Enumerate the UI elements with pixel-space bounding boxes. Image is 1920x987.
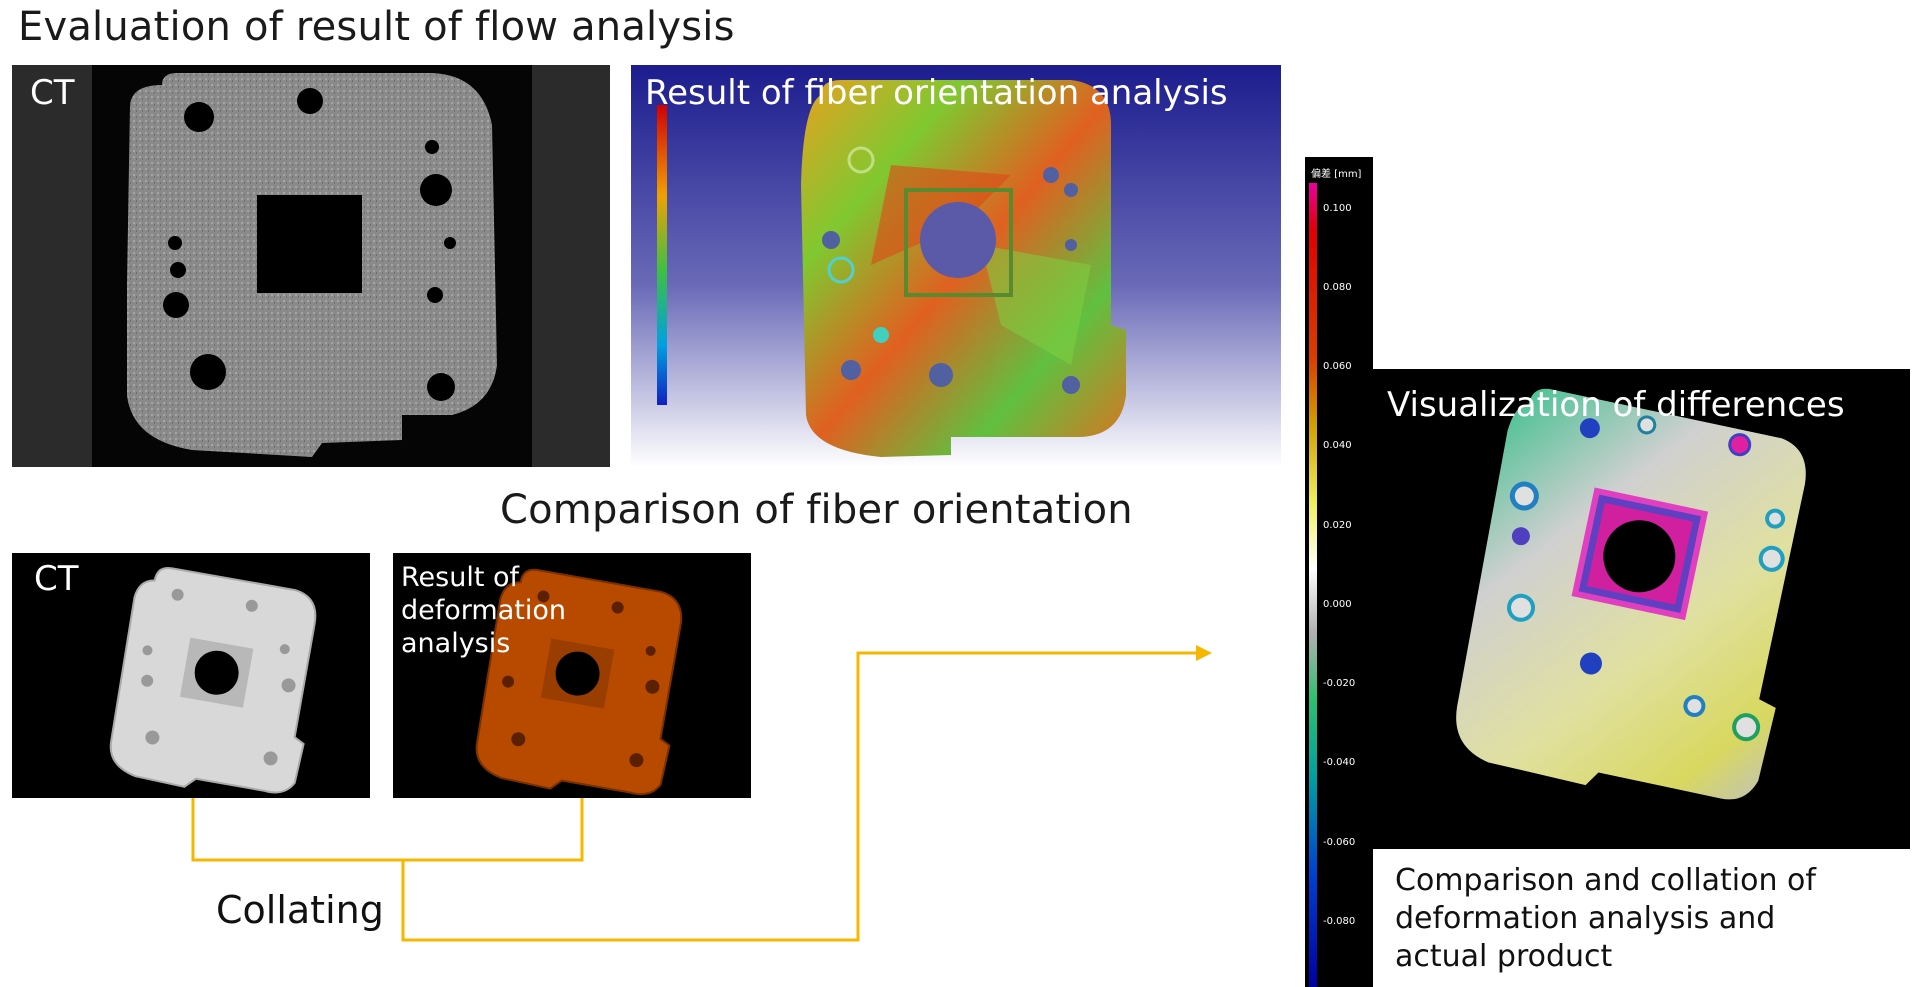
deformation-label-line-1: Result of (401, 562, 520, 593)
scale-tick-2: 0.060 (1323, 361, 1352, 372)
differences-graphic (1456, 388, 1806, 800)
fiber-orientation-image: Result of fiber orientation analysis (631, 65, 1281, 467)
ct-top-label: CT (30, 73, 75, 113)
deformation-label: Result of deformation analysis (401, 561, 566, 660)
arrow-head-icon (1196, 645, 1212, 661)
collating-label: Collating (216, 888, 384, 932)
differences-caption: Comparison and collation of deformation … (1395, 862, 1816, 976)
differences-title: Visualization of differences (1387, 385, 1845, 425)
color-scale-bar (1309, 183, 1317, 987)
comparison-title: Comparison of fiber orientation (500, 487, 1133, 533)
differences-image: Visualization of differences (1373, 369, 1910, 849)
scale-tick-0: 0.100 (1323, 203, 1352, 214)
ct-small-label: CT (34, 559, 79, 599)
color-scale-unit: 偏差 [mm] (1311, 169, 1362, 180)
collating-bracket (191, 798, 584, 862)
scale-tick-7: -0.040 (1323, 757, 1356, 768)
fiber-label: Result of fiber orientation analysis (645, 73, 1228, 113)
scale-tick-8: -0.060 (1323, 837, 1356, 848)
deformation-image: Result of deformation analysis (393, 553, 751, 798)
scale-tick-1: 0.080 (1323, 282, 1352, 293)
flow-arrow-line (401, 651, 1205, 942)
ct-model-image: CT (12, 553, 370, 798)
deformation-graphic (475, 568, 683, 796)
fiber-orientation-graphic (657, 80, 1126, 457)
scale-tick-6: -0.020 (1323, 678, 1356, 689)
ct-model-graphic (109, 567, 317, 794)
color-scale: 偏差 [mm] 0.100 0.080 0.060 0.040 0.020 0.… (1305, 157, 1373, 987)
ct-scan-graphic (12, 65, 610, 467)
caption-line-1: Comparison and collation of (1395, 863, 1816, 898)
caption-line-2: deformation analysis and (1395, 901, 1776, 936)
scale-tick-4: 0.020 (1323, 520, 1352, 531)
ct-scan-image: CT (12, 65, 610, 467)
scale-tick-3: 0.040 (1323, 440, 1352, 451)
deformation-label-line-2: deformation (401, 595, 566, 626)
page-title: Evaluation of result of flow analysis (18, 4, 735, 50)
scale-tick-9: -0.080 (1323, 916, 1356, 927)
scale-tick-5: 0.000 (1323, 599, 1352, 610)
caption-line-3: actual product (1395, 939, 1613, 974)
deformation-label-line-3: analysis (401, 628, 511, 659)
